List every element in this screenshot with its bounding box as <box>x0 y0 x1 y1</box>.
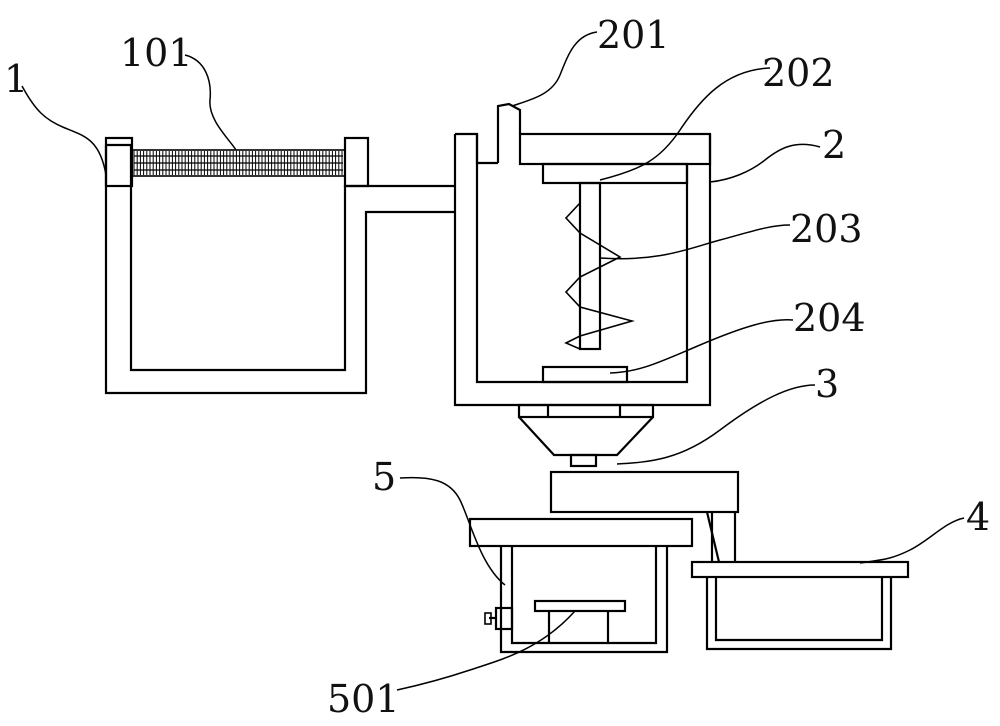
left-tank <box>104 143 455 395</box>
label-3: 3 <box>815 362 839 406</box>
label-203: 203 <box>790 207 863 251</box>
label-201: 201 <box>597 13 670 57</box>
base-box <box>468 517 694 654</box>
collection-tray <box>690 560 910 651</box>
filter-mesh <box>133 151 343 175</box>
label-1: 1 <box>4 57 28 101</box>
callout-labels: 1 101 201 202 2 203 204 3 4 5 501 <box>4 13 990 721</box>
leader-lines <box>21 31 965 691</box>
label-2: 2 <box>822 123 846 167</box>
label-101: 101 <box>120 31 193 75</box>
label-202: 202 <box>762 51 835 95</box>
label-5: 5 <box>372 455 396 499</box>
filter-screen <box>104 136 370 188</box>
label-501: 501 <box>327 677 400 721</box>
label-204: 204 <box>793 296 866 340</box>
press-block <box>549 470 740 563</box>
main-tank <box>453 102 712 468</box>
label-4: 4 <box>966 495 990 539</box>
